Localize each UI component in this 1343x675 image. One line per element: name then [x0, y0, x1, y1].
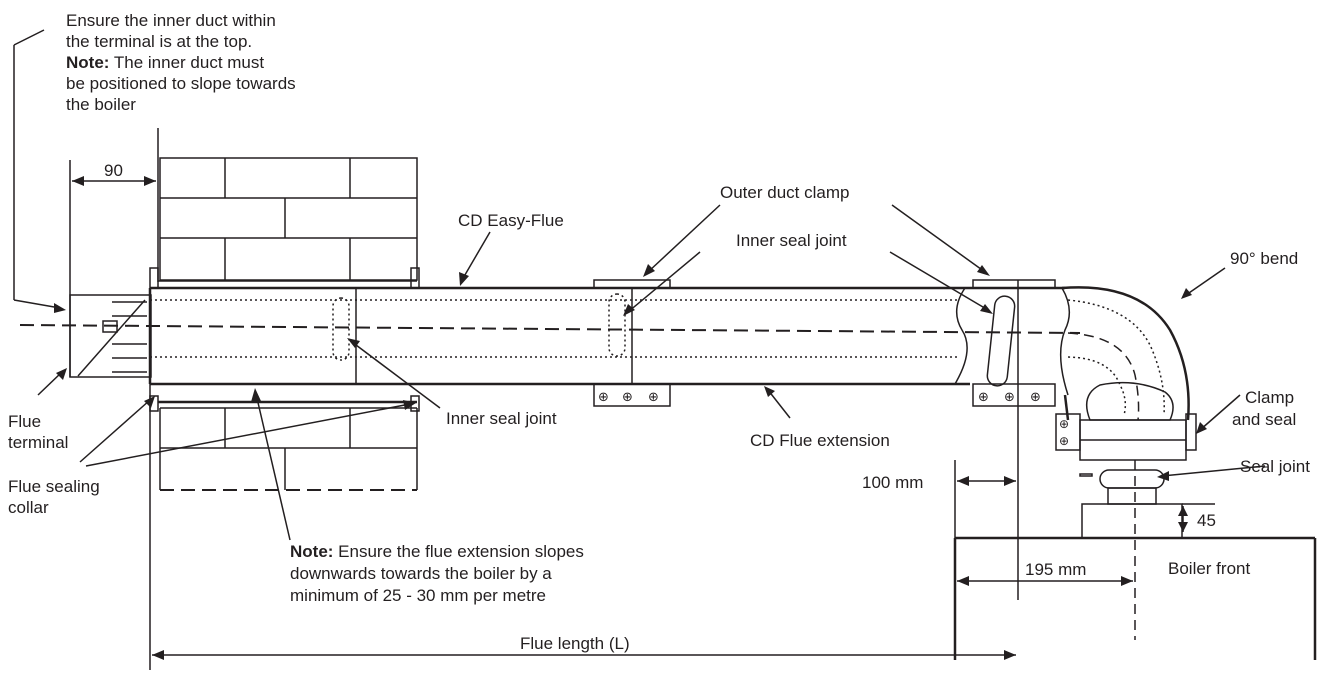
- slope-note-line3: minimum of 25 - 30 mm per metre: [290, 586, 546, 605]
- outer-duct-clamp-middle: ⊕ ⊕ ⊕: [593, 279, 671, 407]
- clamp-and-seal: ⊕ ⊕: [1055, 381, 1197, 461]
- slope-note-line2: downwards towards the boiler by a: [290, 564, 552, 583]
- inner-duct-note-line3: Note: The inner duct must: [66, 53, 264, 72]
- cutaway-section: [954, 280, 1071, 600]
- inner-seal-joint-elbow: [986, 295, 1016, 387]
- leader-lines: [13, 29, 1266, 541]
- inner-duct-note-line2: the terminal is at the top.: [66, 32, 252, 51]
- svg-text:⊕: ⊕: [978, 389, 989, 404]
- flue-sealing-collar-label-line2: collar: [8, 498, 49, 517]
- flue-sealing-collars: [149, 267, 420, 412]
- svg-text:⊕: ⊕: [622, 389, 633, 404]
- dim-100mm-label: 100 mm: [862, 473, 923, 492]
- clamp-and-seal-label-line1: Clamp: [1245, 388, 1294, 407]
- outer-duct-clamp-label: Outer duct clamp: [720, 183, 849, 202]
- svg-text:⊕: ⊕: [1059, 417, 1069, 431]
- boiler-front-label: Boiler front: [1168, 559, 1250, 578]
- inner-seal-joint-middle: [608, 293, 626, 357]
- bend-90-label: 90° bend: [1230, 249, 1298, 268]
- seal-joint-label: Seal joint: [1240, 457, 1310, 476]
- cd-flue-extension-label: CD Flue extension: [750, 431, 890, 450]
- dimension-100mm: 100 mm: [862, 460, 1016, 538]
- dim-45-label: 45: [1197, 511, 1216, 530]
- dim-90-label: 90: [104, 161, 123, 180]
- wall-upper: [159, 157, 418, 281]
- inner-duct-note-line5: the boiler: [66, 95, 136, 114]
- flue-terminal-label-line2: terminal: [8, 433, 68, 452]
- svg-text:⊕: ⊕: [1030, 389, 1041, 404]
- flue-sealing-collar-label-line1: Flue sealing: [8, 477, 100, 496]
- flue-length-label: Flue length (L): [520, 634, 630, 653]
- inner-seal-joint-left: [332, 297, 350, 361]
- main-flue-duct: [19, 286, 1081, 386]
- svg-text:⊕: ⊕: [598, 389, 609, 404]
- inner-duct-note-line4: be positioned to slope towards: [66, 74, 296, 93]
- dim-195mm-label: 195 mm: [1025, 560, 1086, 579]
- flue-terminal-label-line1: Flue: [8, 412, 41, 431]
- inner-duct-note-line1: Ensure the inner duct within: [66, 11, 276, 30]
- clamp-and-seal-label-line2: and seal: [1232, 410, 1296, 429]
- svg-text:⊕: ⊕: [1059, 434, 1069, 448]
- svg-text:⊕: ⊕: [1004, 389, 1015, 404]
- svg-text:⊕: ⊕: [648, 389, 659, 404]
- cd-easy-flue-label: CD Easy-Flue: [458, 211, 564, 230]
- text-labels: Ensure the inner duct within the termina…: [8, 11, 1310, 605]
- outer-duct-clamp-elbow: ⊕ ⊕ ⊕: [972, 279, 1056, 407]
- inner-seal-joint-bottom-label: Inner seal joint: [446, 409, 557, 428]
- dimension-195mm: 195 mm: [957, 560, 1133, 586]
- boiler-connection: [1079, 460, 1183, 640]
- slope-note-line1: Note: Ensure the flue extension slopes: [290, 542, 584, 561]
- flue-terminal: [69, 294, 152, 378]
- bend-90: [1061, 286, 1190, 421]
- boiler-front: [953, 536, 1317, 660]
- dimension-90: 90: [69, 160, 156, 295]
- dimension-flue-length: Flue length (L): [149, 384, 1016, 670]
- dimension-45: 45: [1178, 503, 1216, 539]
- wall-brickwork: [157, 128, 418, 491]
- inner-seal-joint-top-label: Inner seal joint: [736, 231, 847, 250]
